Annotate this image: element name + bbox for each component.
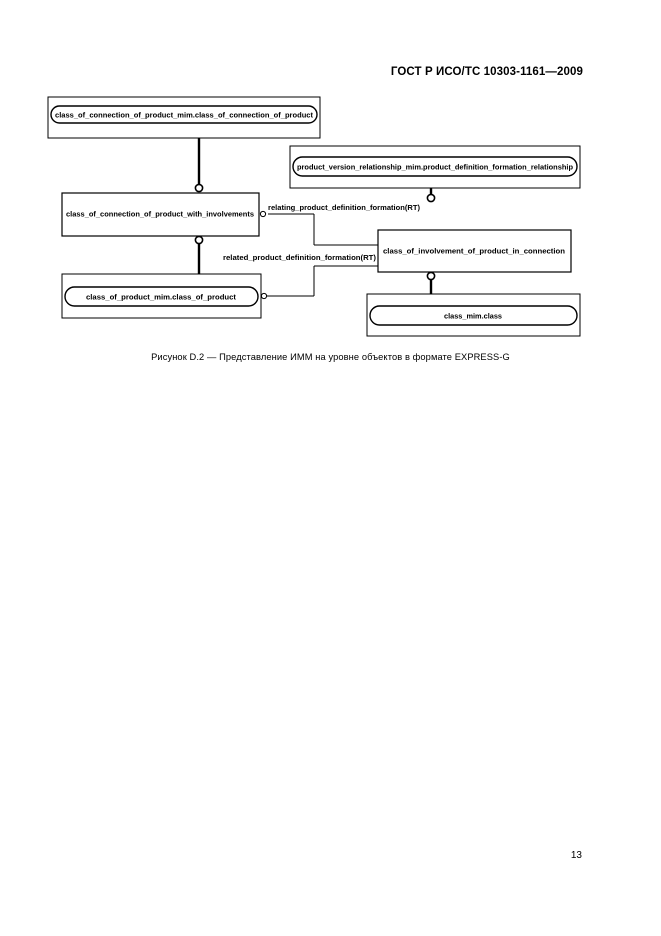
subtype-end-circle-conn [194,183,204,193]
rounded-entity-pvr-mim [292,156,578,177]
attribute-label-relating: relating_product_definition_formation(RT… [268,203,421,212]
page-number: 13 [570,850,582,861]
entity-label-conn-mim: class_of_connection_of_product_mim.class… [55,111,314,120]
entity-box-conn-mim [47,96,321,139]
entity-label-involvement: class_of_involvement_of_product_in_conne… [383,247,565,256]
express-g-diagram: class_of_connection_of_product_mim.class… [47,96,581,337]
entity-box-pvr-mim [289,145,581,189]
entity-box-involvement [377,229,572,273]
supertype-circle-product [194,235,204,245]
relating-end-circle [259,210,267,218]
attribute-label-related: related_product_definition_formation(RT) [223,253,377,262]
entity-label-class-mim: class_mim.class [444,312,502,321]
figure-caption: Рисунок D.2 — Представление ИММ на уровн… [151,352,510,362]
rounded-entity-conn-mim [50,105,318,124]
entity-label-conn-with-inv: class_of_connection_of_product_with_invo… [66,210,254,219]
entity-box-conn-with-inv [61,192,260,237]
subtype-end-circle-pvr [426,193,436,203]
supertype-circle-class [426,271,436,281]
entity-label-pvr-mim: product_version_relationship_mim.product… [297,163,573,172]
entity-label-product-mim: class_of_product_mim.class_of_product [86,293,237,302]
rounded-entity-class-mim [369,305,578,326]
related-end-circle [260,292,268,300]
rounded-entity-product-mim [64,286,259,307]
document-code-header: ГОСТ Р ИСО/ТС 10303-1161—2009 [390,66,583,78]
entity-box-class-mim [366,293,581,337]
